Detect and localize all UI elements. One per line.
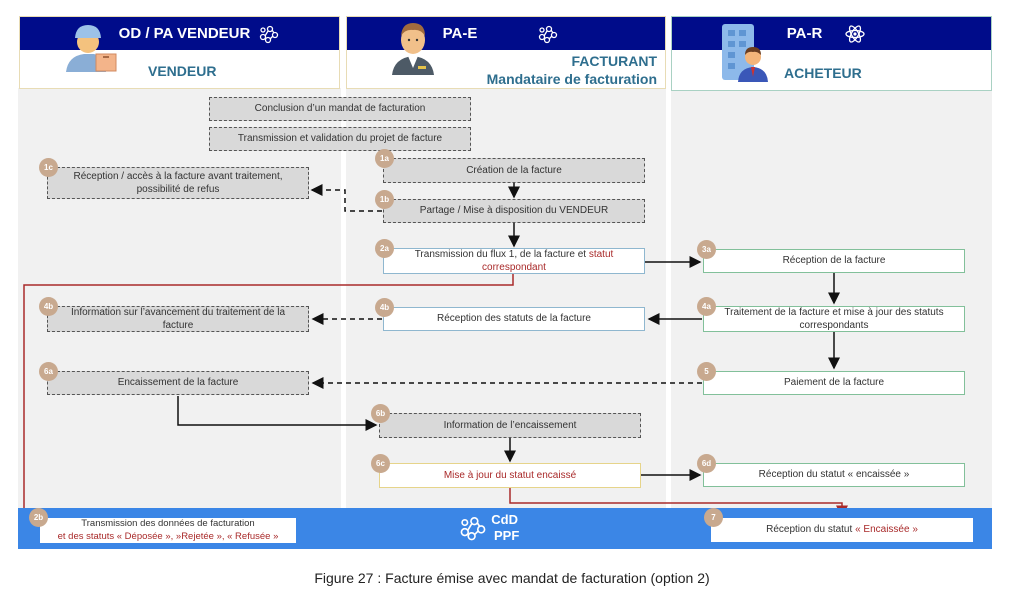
- step-text: Traitement de la facture et mise à jour …: [724, 306, 944, 318]
- lane-title: OD / PA VENDEUR: [118, 25, 251, 42]
- step-text: Information sur l’avancement du traiteme…: [71, 306, 285, 318]
- step-text-red: et des statuts « Déposée », »Rejetée », …: [57, 530, 279, 542]
- businessman-icon: [392, 23, 434, 75]
- ppf-line1: CdD: [491, 512, 518, 527]
- step-text: possibilité de refus: [136, 184, 220, 195]
- lane-title-bar: OD / PA VENDEUR: [20, 17, 339, 50]
- ppf-label: CdD PPF: [490, 512, 519, 545]
- lane-role: ACHETEUR: [784, 65, 862, 81]
- step-text: Information de l’encaissement: [443, 419, 577, 431]
- step-2a: Transmission du flux 1, de la facture et…: [383, 248, 645, 274]
- step-text: facture: [162, 320, 194, 331]
- step-4a: Traitement de la facture et mise à jour …: [703, 306, 965, 332]
- lane-pae-bg: [346, 88, 666, 508]
- step-badge: 6d: [697, 454, 716, 473]
- step-4b-vendeur: Information sur l’avancement du traiteme…: [47, 306, 309, 332]
- network-icon: [460, 516, 486, 541]
- step-5: Paiement de la facture: [703, 371, 965, 395]
- step-text: Partage / Mise à disposition du VENDEUR: [419, 205, 609, 217]
- step-badge: 5: [697, 362, 716, 381]
- step-text: correspondants: [799, 320, 869, 331]
- step-text: Transmission des données de facturation: [81, 517, 255, 529]
- step-text: Paiement de la facture: [783, 377, 885, 389]
- step-text: Réception des statuts de la facture: [437, 313, 591, 325]
- lane-role: VENDEUR: [148, 63, 217, 79]
- step-text-red: statut: [588, 248, 614, 260]
- step-badge: 6a: [39, 362, 58, 381]
- step-text: Conclusion d’un mandat de facturation: [254, 103, 426, 115]
- step-text: Transmission du flux 1, de la facture et…: [415, 248, 614, 262]
- step-text: Réception / accès à la facture avant tra…: [73, 170, 283, 182]
- step-text: Transmission et validation du projet de …: [237, 133, 443, 145]
- step-text: Réception de la facture: [782, 255, 886, 267]
- step-mandat: Conclusion d’un mandat de facturation: [209, 97, 471, 121]
- lane-par-bg: [671, 88, 992, 508]
- lane-vendeur-bg: [18, 88, 341, 508]
- step-6c: Mise à jour du statut encaissé: [379, 463, 641, 488]
- step-text: Encaissement de la facture: [117, 377, 239, 389]
- step-6d: Réception du statut « encaissée »: [703, 463, 965, 487]
- step-2b: Transmission des données de facturation …: [40, 518, 296, 543]
- step-badge: 2b: [29, 508, 48, 527]
- lane-header-pae: PA-E FACTURANT Mandataire de facturation: [346, 16, 666, 89]
- step-badge: 1a: [375, 149, 394, 168]
- lane-title-bar: PA-E: [347, 17, 665, 50]
- lane-title: PA-R: [786, 25, 823, 42]
- step-badge: 7: [704, 508, 723, 527]
- step-text-red: « Encaissée »: [855, 524, 918, 536]
- step-6b: Information de l’encaissement: [379, 413, 641, 438]
- step-badge: 6c: [371, 454, 390, 473]
- step-badge: 4a: [697, 297, 716, 316]
- step-text: Mise à jour du statut encaissé: [443, 469, 577, 481]
- lane-title: PA-E: [442, 25, 478, 42]
- step-text-main: Réception du statut: [766, 524, 856, 536]
- step-badge: 1c: [39, 158, 58, 177]
- step-7: Réception du statut « Encaissée »: [711, 518, 973, 542]
- step-text: Création de la facture: [466, 164, 562, 176]
- step-badge: 4b: [39, 297, 58, 316]
- ppf-line2: PPF: [494, 528, 520, 544]
- step-badge: 3a: [697, 240, 716, 259]
- network-icon: [260, 25, 279, 43]
- step-badge: 6b: [371, 404, 390, 423]
- step-text-main: Transmission du flux 1, de la facture et: [414, 248, 589, 260]
- delivery-person-icon: [66, 25, 117, 72]
- step-6a: Encaissement de la facture: [47, 371, 309, 395]
- figure-caption: Figure 27 : Facture émise avec mandat de…: [314, 570, 710, 586]
- step-badge: 2a: [375, 239, 394, 258]
- step-text: Réception du statut « encaissée »: [758, 469, 910, 481]
- network-icon: [539, 25, 558, 43]
- building-buyer-icon: [722, 24, 768, 82]
- atom-icon: [845, 24, 865, 43]
- step-1c: Réception / accès à la facture avant tra…: [47, 167, 309, 199]
- step-1b: Partage / Mise à disposition du VENDEUR: [383, 199, 645, 223]
- step-badge: 1b: [375, 190, 394, 209]
- step-text-red: correspondant: [482, 262, 546, 273]
- lane-role-line2: Mandataire de facturation: [486, 71, 657, 87]
- step-3a: Réception de la facture: [703, 249, 965, 273]
- lane-header-vendeur: OD / PA VENDEUR VENDEUR: [19, 16, 340, 89]
- step-projet: Transmission et validation du projet de …: [209, 127, 471, 151]
- lane-role-line1: FACTURANT: [571, 53, 657, 69]
- step-text: Réception du statut « Encaissée »: [766, 523, 918, 537]
- step-4b-pae: Réception des statuts de la facture: [383, 307, 645, 331]
- step-1a: Création de la facture: [383, 158, 645, 183]
- step-badge: 4b: [375, 298, 394, 317]
